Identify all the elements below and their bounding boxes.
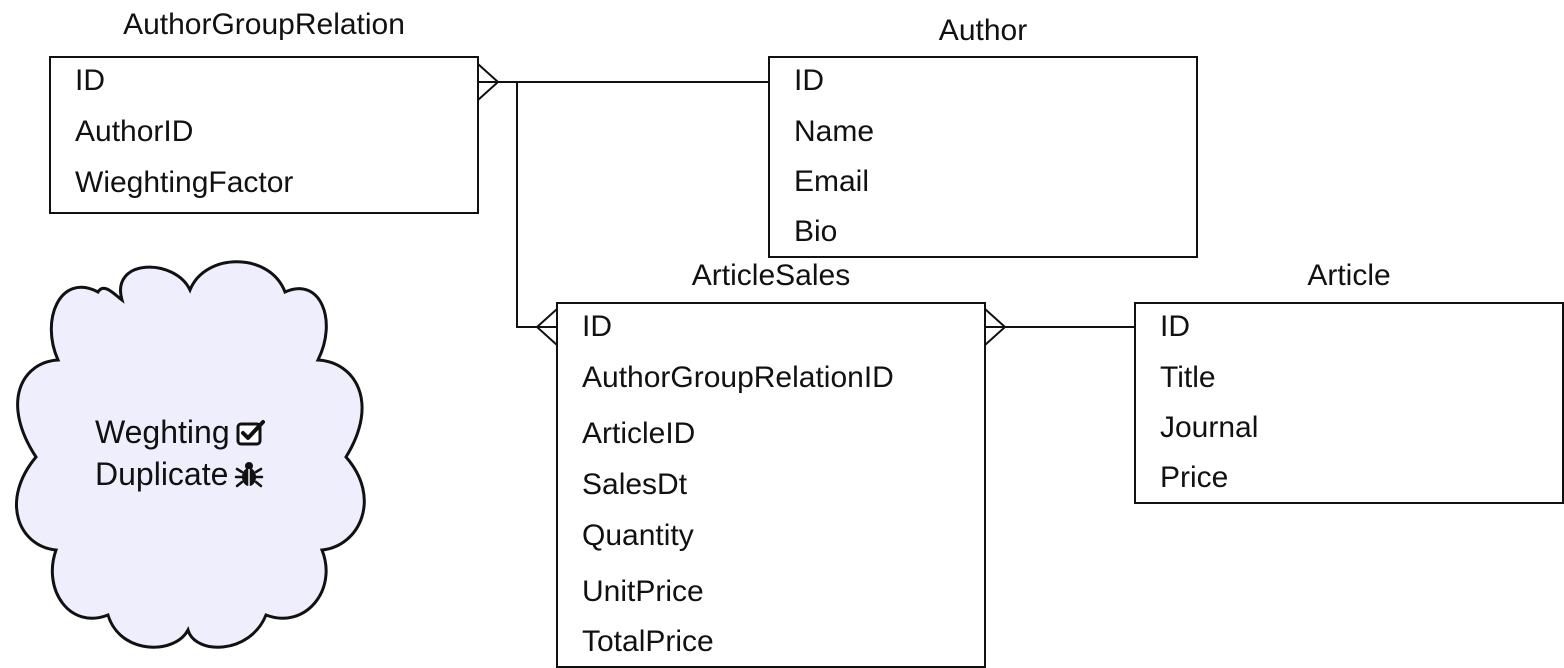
field-author-id: AuthorID (75, 115, 194, 148)
entity-article-sales: ID AuthorGroupRelationID ArticleID Sales… (556, 302, 986, 668)
crowfoot-articlesales-agr (535, 308, 558, 346)
rel-agr-articlesales (516, 82, 557, 328)
note-line-duplicate: Duplicate (95, 456, 264, 496)
field-name: Name (794, 115, 875, 148)
field-email: Email (794, 165, 870, 198)
crowfoot-articlesales-article (984, 308, 1007, 346)
field-unit-price: UnitPrice (582, 575, 704, 608)
crowfoot-agr-author (477, 63, 500, 101)
note-duplicate-label: Duplicate (95, 456, 229, 492)
field-journal: Journal (1160, 411, 1259, 444)
entity-title-author: Author (938, 14, 1028, 47)
field-quantity: Quantity (582, 519, 694, 552)
checkbox-checked-icon (236, 418, 266, 454)
field-id: ID (582, 310, 612, 343)
note-cloud (15, 260, 366, 649)
entity-title-article: Article (1307, 259, 1391, 292)
entity-title-author-group-relation: AuthorGroupRelation (123, 8, 405, 41)
field-title: Title (1160, 361, 1216, 394)
bug-icon (234, 459, 264, 496)
field-total-price: TotalPrice (582, 625, 714, 658)
entity-title-article-sales: ArticleSales (691, 259, 851, 292)
field-id: ID (1160, 310, 1190, 343)
relationship-lines (477, 63, 1135, 346)
field-id: ID (75, 64, 105, 97)
field-article-id: ArticleID (582, 417, 696, 450)
entity-author-group-relation: ID AuthorID WieghtingFactor (49, 56, 479, 214)
field-bio: Bio (794, 215, 838, 248)
field-price: Price (1160, 461, 1229, 494)
field-sales-dt: SalesDt (582, 468, 688, 501)
field-weighting-factor: WieghtingFactor (75, 166, 294, 199)
entity-article: ID Title Journal Price (1134, 302, 1564, 504)
entity-author: ID Name Email Bio (768, 56, 1198, 258)
note-line-weighting: Weghting (95, 414, 266, 454)
note-weighting-label: Weghting (95, 414, 230, 450)
field-id: ID (794, 64, 824, 97)
field-author-group-relation-id: AuthorGroupRelationID (582, 361, 894, 394)
